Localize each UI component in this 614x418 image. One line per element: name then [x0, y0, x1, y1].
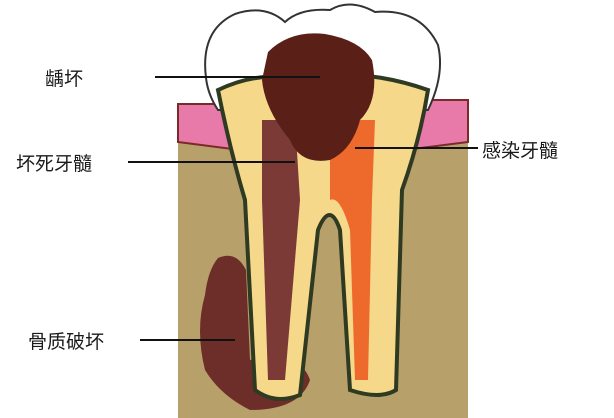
label-bone-destruction: 骨质破坏 [28, 331, 105, 353]
label-infected-pulp: 感染牙髓 [482, 140, 559, 162]
infected-pulp [330, 120, 375, 380]
label-necrotic-pulp: 坏死牙髓 [16, 153, 93, 175]
necrotic-pulp [262, 120, 300, 380]
label-caries: 龋坏 [45, 68, 84, 90]
caries [262, 33, 375, 161]
